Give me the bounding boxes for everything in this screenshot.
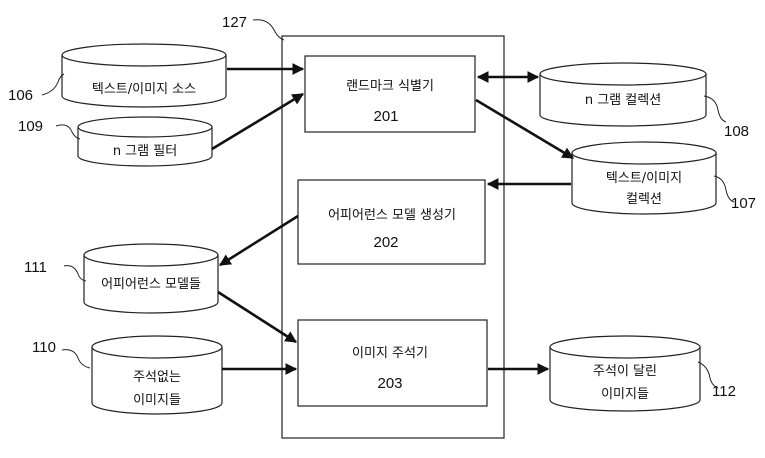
ngram-collection-ref: 108 [724,123,749,140]
text-image-collection-store: 텍스트/이미지 컬렉션 107 [571,141,756,215]
text-image-source-store: 텍스트/이미지 소스 106 [8,43,227,108]
appearance-models-label: 어피어런스 모델들 [101,277,201,292]
unannotated-images-label-line-2: 이미지들 [133,393,181,408]
appearance-model-generator-module: 어피어런스 모델 생성기 202 [297,179,486,265]
ngram-filter-label: n 그램 필터 [113,144,177,159]
text-image-source-ref: 106 [8,87,33,104]
appearance-models-ref: 111 [24,259,47,276]
system-frame-leader [252,19,285,41]
arrow-models-to-annotator [217,290,297,344]
ngram-collection-label: n 그램 컬렉션 [585,93,661,108]
ngram-collection-store: n 그램 컬렉션 108 [539,62,749,140]
image-annotator-number: 203 [377,375,402,392]
unannotated-images-label-line-1: 주석없는 [133,370,181,385]
unannotated-images-ref: 110 [32,339,56,356]
arrow-landmark-to-collection [475,98,575,160]
text-image-collection-label-line-2: 컬렉션 [626,192,662,207]
annotated-images-ref: 112 [712,383,736,400]
arrow-filter-to-landmark [211,92,305,151]
landmark-identifier-label: 랜드마크 식별기 [346,79,434,94]
image-annotator-label: 이미지 주석기 [352,346,428,361]
text-image-collection-ref: 107 [731,195,756,212]
ngram-filter-ref: 109 [18,118,43,135]
arrow-generator-to-models [219,214,299,267]
system-frame [281,35,505,439]
annotated-images-label-line-1: 주석이 달린 [593,364,657,379]
appearance-models-store: 어피어런스 모델들 111 [24,243,219,314]
unannotated-images-store: 주석없는 이미지들 110 [32,335,223,415]
annotated-images-store: 주석이 달린 이미지들 112 [549,335,736,412]
text-image-source-label: 텍스트/이미지 소스 [92,82,196,97]
landmark-identifier-number: 201 [373,108,398,125]
appearance-model-generator-number: 202 [373,234,398,251]
appearance-model-generator-label: 어피어런스 모델 생성기 [328,208,456,223]
landmark-identifier-module: 랜드마크 식별기 201 [304,55,476,133]
system-frame-ref: 127 [222,14,247,31]
image-annotator-module: 이미지 주석기 203 [297,319,488,407]
ngram-filter-store: n 그램 필터 109 [18,116,213,167]
text-image-collection-label-line-1: 텍스트/이미지 [606,171,682,186]
annotated-images-label-line-2: 이미지들 [601,387,649,402]
